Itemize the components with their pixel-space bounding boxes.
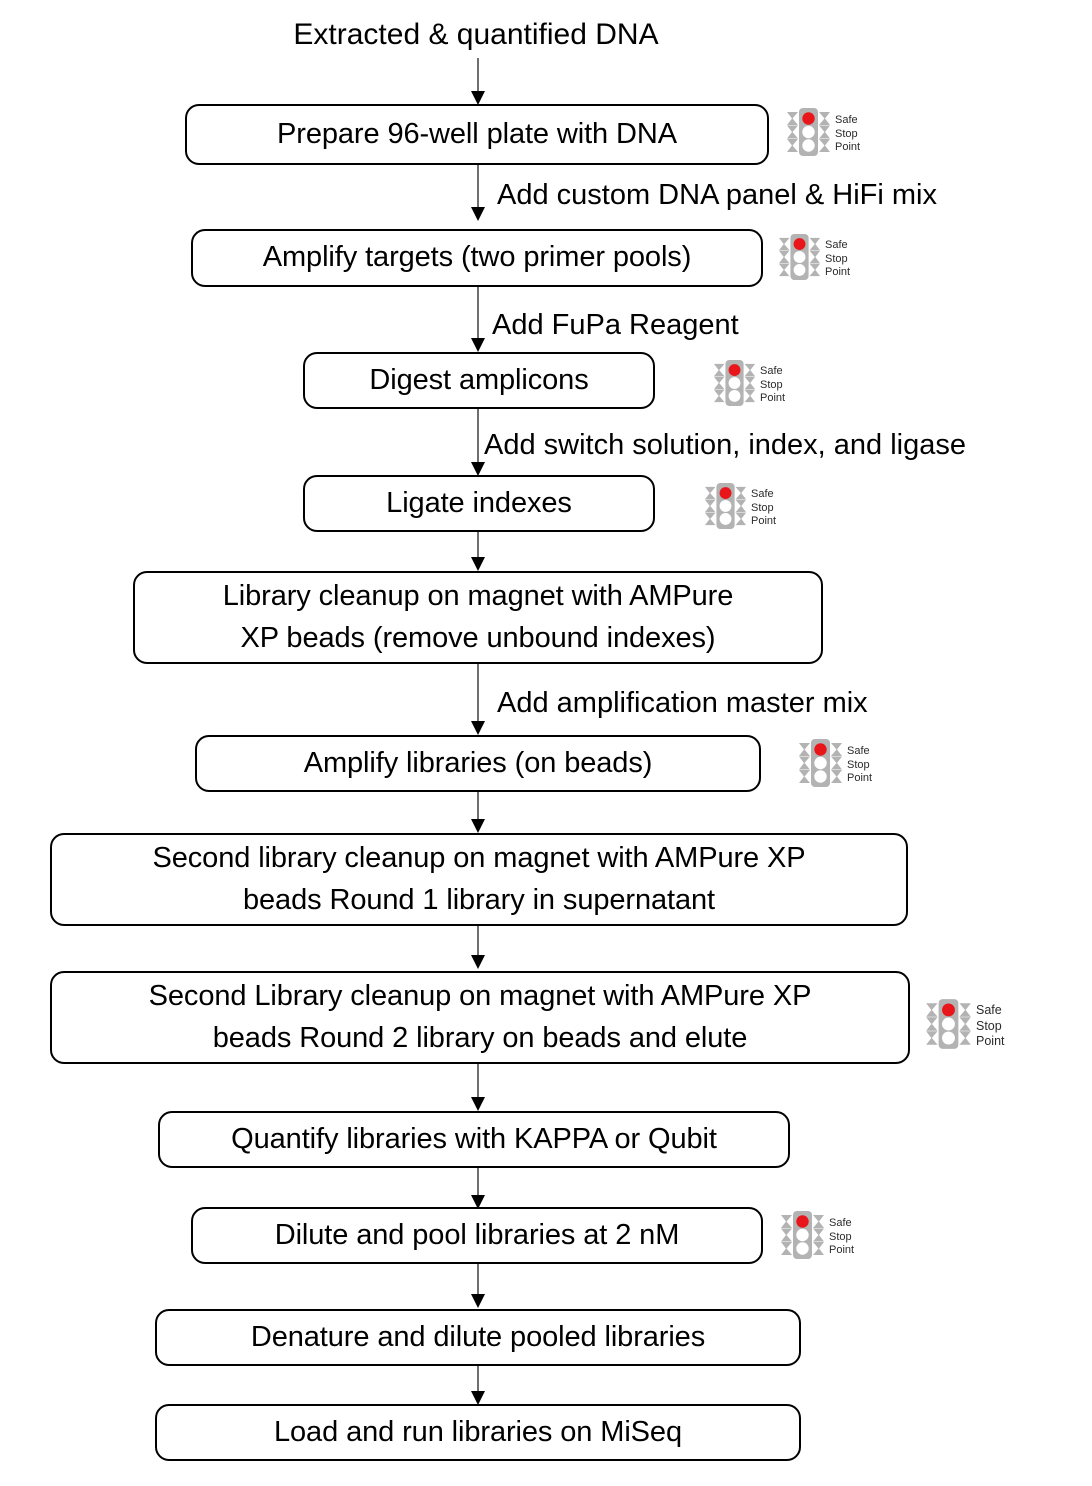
traffic-light-icon [778,232,822,287]
arrow-amplify-to-digest [466,287,490,353]
traffic-light-icon [704,481,748,536]
edge-label-add-amplification-master-mix: Add amplification master mix [497,687,868,719]
node-second-cleanup-round2-line1: Second Library cleanup on magnet with AM… [148,980,812,1013]
node-quantify-libraries[interactable]: Quantify libraries with KAPPA or Qubit [158,1111,790,1168]
traffic-light-icon [798,737,844,794]
node-library-cleanup[interactable]: Library cleanup on magnet with AMPure XP… [133,571,823,664]
node-second-cleanup-round1-line2: beads Round 1 library in supernatant [243,883,715,916]
safe-stop-point-marker-7: Safe Stop Point [780,1209,854,1266]
safe-stop-point-marker-4: Safe Stop Point [704,481,776,536]
node-second-cleanup-round2-line2: beads Round 2 library on beads and elute [212,1021,748,1054]
safe-stop-point-marker-6: Safe Stop Point [925,997,1005,1056]
ssp-line-safe: Safe [847,745,870,758]
ssp-line-point: Point [835,141,861,154]
entry-label-extracted-dna: Extracted & quantified DNA [293,18,659,51]
ssp-line-safe: Safe [829,1217,852,1230]
node-second-cleanup-round2[interactable]: Second Library cleanup on magnet with AM… [50,971,910,1064]
ssp-line-point: Point [751,515,777,528]
node-library-cleanup-line2: XP beads (remove unbound indexes) [240,621,716,654]
node-load-run[interactable]: Load and run libraries on MiSeq [155,1404,801,1461]
node-dilute-pool[interactable]: Dilute and pool libraries at 2 nM [191,1207,763,1264]
node-second-cleanup-round1-line1: Second library cleanup on magnet with AM… [152,842,806,875]
traffic-light-icon [925,997,973,1056]
node-amplify-libraries[interactable]: Amplify libraries (on beads) [195,735,761,792]
node-digest-amplicons[interactable]: Digest amplicons [303,352,655,409]
node-prepare-plate[interactable]: Prepare 96-well plate with DNA [185,104,769,165]
ssp-line-stop: Stop [835,127,858,140]
node-amplify-targets[interactable]: Amplify targets (two primer pools) [191,229,763,287]
edge-label-add-custom-dna-panel: Add custom DNA panel & HiFi mix [497,179,937,211]
ssp-line-safe: Safe [976,1003,1002,1018]
node-library-cleanup-line1: Library cleanup on magnet with AMPure [222,580,734,613]
safe-stop-point-marker-5: Safe Stop Point [798,737,872,794]
ssp-line-stop: Stop [847,758,870,771]
arrow-ligate-to-cleanup [466,532,490,572]
safe-stop-point-text-3: Safe Stop Point [760,365,785,405]
ssp-line-safe: Safe [751,488,774,501]
node-second-cleanup-round1[interactable]: Second library cleanup on magnet with AM… [50,833,908,926]
node-ligate-indexes[interactable]: Ligate indexes [303,475,655,532]
ssp-line-safe: Safe [825,239,848,252]
arrow-dilute-pool-to-denature [466,1264,490,1309]
safe-stop-point-text-7: Safe Stop Point [829,1217,854,1257]
arrow-digest-to-ligate [466,409,490,477]
traffic-light-icon [713,358,757,413]
traffic-light-icon [780,1209,826,1266]
ssp-line-stop: Stop [751,501,774,514]
safe-stop-point-text-4: Safe Stop Point [751,488,776,528]
safe-stop-point-text-6: Safe Stop Point [976,1003,1005,1050]
edge-label-add-fupa-reagent: Add FuPa Reagent [492,309,739,341]
ssp-line-point: Point [760,392,786,405]
node-denature-dilute[interactable]: Denature and dilute pooled libraries [155,1309,801,1366]
ssp-line-stop: Stop [825,252,848,265]
arrow-to-prepare-plate [466,58,490,106]
arrow-denature-to-load-run [466,1366,490,1406]
safe-stop-point-marker-3: Safe Stop Point [713,358,785,413]
traffic-light-icon [786,106,832,163]
ssp-line-stop: Stop [829,1230,852,1243]
ssp-line-point: Point [847,772,873,785]
ssp-line-point: Point [829,1244,855,1257]
arrow-amplify-libraries-to-second-cleanup-r1 [466,792,490,834]
safe-stop-point-text-5: Safe Stop Point [847,745,872,785]
ssp-line-safe: Safe [835,114,858,127]
ssp-line-stop: Stop [760,378,783,391]
arrow-quantify-to-dilute-pool [466,1168,490,1210]
arrow-second-cleanup-r1-to-r2 [466,926,490,970]
ssp-line-stop: Stop [976,1018,1002,1033]
arrow-second-cleanup-r2-to-quantify [466,1064,490,1112]
safe-stop-point-marker-2: Safe Stop Point [778,232,850,287]
arrow-prepare-to-amplify [466,165,490,222]
safe-stop-point-text-1: Safe Stop Point [835,114,860,154]
ssp-line-safe: Safe [760,365,783,378]
safe-stop-point-text-2: Safe Stop Point [825,239,850,279]
edge-label-add-switch-solution: Add switch solution, index, and ligase [484,429,967,461]
ssp-line-point: Point [825,266,851,279]
arrow-cleanup-to-amplify-libraries [466,664,490,736]
ssp-line-point: Point [976,1034,1005,1049]
safe-stop-point-marker-1: Safe Stop Point [786,106,860,163]
